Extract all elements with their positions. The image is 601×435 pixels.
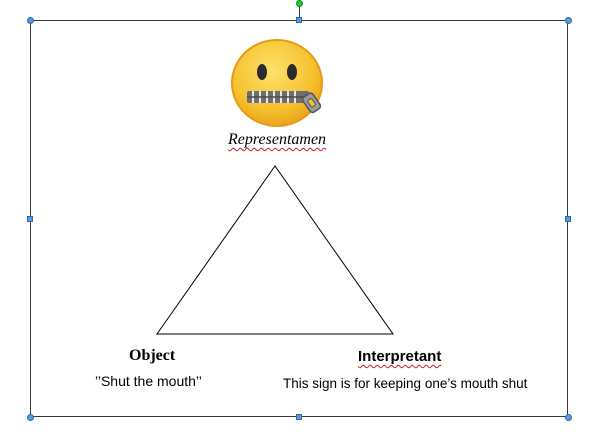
representamen-label: Representamen bbox=[228, 131, 327, 148]
resize-handle-bottom-right[interactable] bbox=[565, 414, 572, 421]
resize-handle-bottom-left[interactable] bbox=[27, 414, 34, 421]
resize-handle-top-right[interactable] bbox=[565, 17, 572, 24]
interpretant-title: Interpretant bbox=[358, 348, 442, 365]
object-description: ’’Shut the mouth’’ bbox=[95, 373, 202, 389]
resize-handle-top-left[interactable] bbox=[27, 17, 34, 24]
interpretant-description: This sign is for keeping one’s mouth shu… bbox=[283, 376, 528, 391]
rotation-handle[interactable] bbox=[296, 0, 303, 7]
triangle-outline bbox=[156, 165, 394, 335]
resize-handle-middle-left[interactable] bbox=[27, 216, 33, 222]
zipper-mouth-face-icon bbox=[231, 39, 323, 127]
resize-handle-middle-right[interactable] bbox=[565, 216, 571, 222]
object-title: Object bbox=[129, 347, 176, 364]
resize-handle-top-middle[interactable] bbox=[296, 17, 302, 23]
rotation-handle-stem bbox=[299, 5, 300, 20]
resize-handle-bottom-middle[interactable] bbox=[296, 414, 302, 420]
